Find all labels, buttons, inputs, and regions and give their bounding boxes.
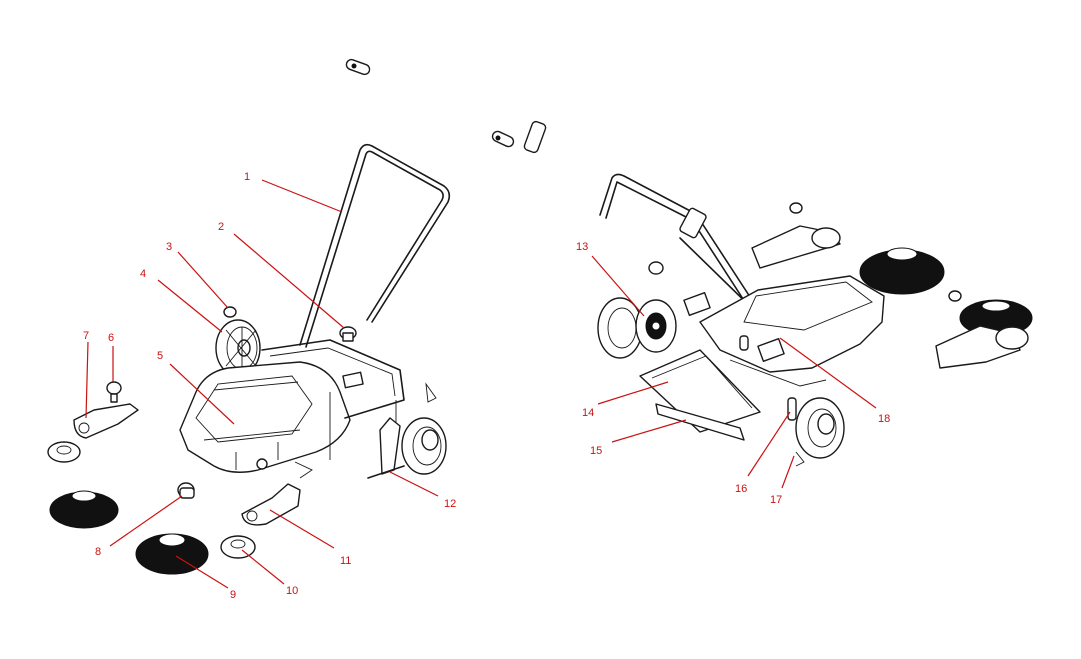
small-wheel-left-part [47,441,81,463]
assembled-nut-part [648,261,664,275]
leader-line-8 [109,495,183,547]
grip-part [523,120,547,154]
callout-label-2: 2 [218,221,224,233]
rear-wheel-gear-part [597,297,677,359]
bushing-part [177,482,195,499]
callout-label-11: 11 [340,555,351,567]
cone-cover-upper-part [49,490,119,529]
right-assembled-view [597,173,1033,467]
rear-wheel-left-part [215,319,261,377]
callout-label-9: 9 [230,589,236,601]
handle-knob-part [339,326,357,342]
leader-line-18 [779,337,877,409]
callout-label-10: 10 [286,585,298,597]
deck-housing-part [179,361,351,473]
cable-clip-part [491,130,515,148]
leader-line-16 [747,411,791,477]
callout-label-15: 15 [590,445,602,457]
blade-strip-part [655,403,745,441]
leader-line-7 [85,341,89,419]
adjust-arm-top-right-part [751,202,841,269]
callout-label-16: 16 [735,483,747,495]
nut-part [223,306,237,318]
callout-label-14: 14 [582,407,594,419]
callout-label-13: 13 [576,241,588,253]
left-exploded-assembly [47,58,547,575]
adjust-arm-bottom-right-part [935,290,1033,369]
callout-label-5: 5 [157,350,163,362]
callout-label-4: 4 [140,268,146,280]
cone-cover-lower-part [135,533,209,575]
callout-label-17: 17 [770,494,782,506]
leader-line-9 [175,555,229,589]
callout-label-18: 18 [878,413,890,425]
leader-line-4 [157,279,223,333]
adjust-arm-right-part [241,483,301,526]
leader-line-5 [169,363,235,425]
leader-line-15 [611,419,687,443]
assembled-deck-part [683,275,885,387]
leader-line-12 [389,471,439,497]
cone-cover-right-part [859,247,945,295]
leader-line-1 [261,179,343,213]
leader-line-11 [269,509,335,549]
small-wheel-part [220,535,256,559]
callout-label-6: 6 [108,332,114,344]
leader-line-2 [233,233,345,329]
handle-part [299,143,451,348]
front-wheel-left-part [367,417,447,479]
handle-clip-part [345,58,371,76]
callout-group: 1 2 3 4 5 6 7 8 9 10 11 12 13 14 15 16 1 [83,171,890,601]
leader-line-10 [241,549,285,585]
callout-label-8: 8 [95,546,101,558]
front-wheel-right-part [787,397,845,467]
callout-label-3: 3 [166,241,172,253]
height-knob-part [106,381,122,403]
adjust-arm-left-part [73,403,139,439]
callout-label-7: 7 [83,330,89,342]
leader-line-17 [781,455,795,489]
assembled-handle-part [599,173,761,317]
leader-line-13 [591,255,645,317]
callout-label-1: 1 [244,171,250,183]
callout-label-12: 12 [444,498,456,510]
leader-line-3 [177,251,229,309]
leader-line-14 [597,381,669,405]
